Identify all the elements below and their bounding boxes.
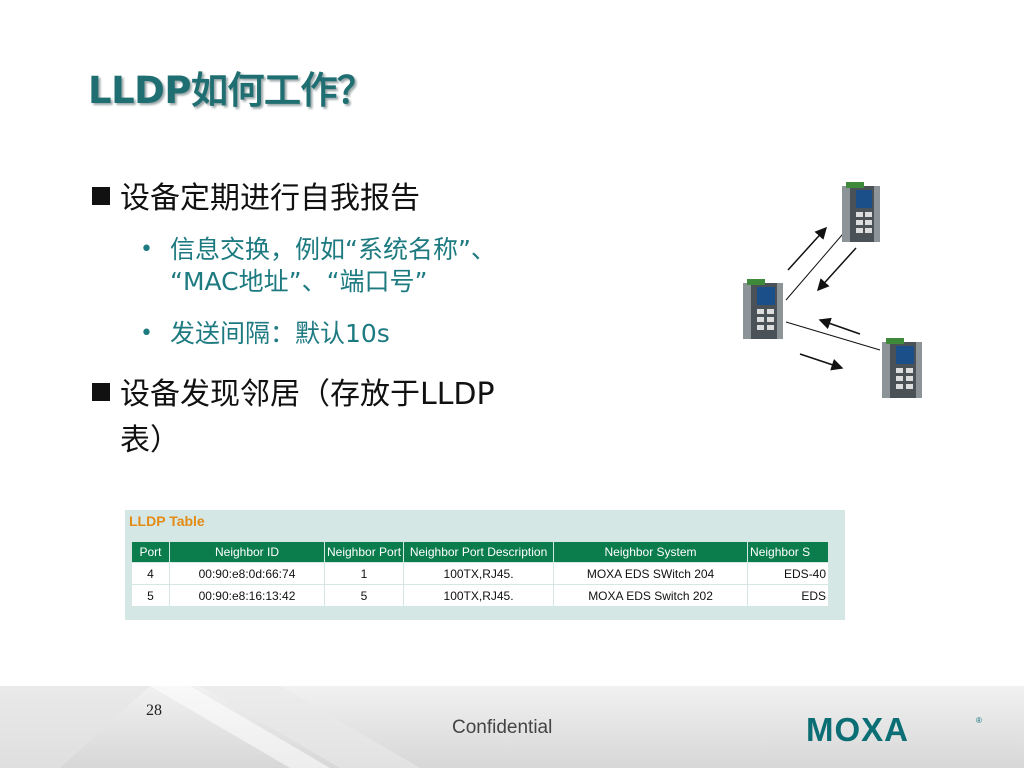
- sub-bullet-text: 发送间隔：默认10s: [170, 319, 390, 348]
- bullet-text: 设备发现邻居（存放于LLDP: [120, 377, 495, 412]
- svg-text:MOXA: MOXA: [806, 713, 909, 747]
- table-row: 4 00:90:e8:0d:66:74 1 100TX,RJ45. MOXA E…: [132, 563, 829, 584]
- table-cell: 00:90:e8:16:13:42: [170, 585, 324, 606]
- table-cell: EDS-40: [748, 563, 829, 584]
- column-header: Neighbor Port Description: [404, 542, 554, 562]
- column-header: Neighbor S: [748, 542, 829, 562]
- table-row: 5 00:90:e8:16:13:42 5 100TX,RJ45. MOXA E…: [132, 585, 829, 606]
- dot-bullet-icon: •: [140, 237, 153, 262]
- table-cell: MOXA EDS Switch 202: [554, 585, 748, 606]
- table-header-row: Port Neighbor ID Neighbor Port Neighbor …: [132, 542, 829, 562]
- sub-bullet-item: • 发送间隔：默认10s: [140, 318, 390, 350]
- arrow-line: [818, 317, 861, 335]
- arrow-line: [787, 226, 828, 271]
- table-cell: 5: [325, 585, 404, 606]
- lldp-table-panel: LLDP Table Port Neighbor ID Neighbor Por…: [125, 510, 845, 620]
- table-cell: 100TX,RJ45.: [404, 563, 554, 584]
- lldp-table-caption: LLDP Table: [129, 513, 205, 529]
- column-header: Port: [132, 542, 169, 562]
- table-cell: 100TX,RJ45.: [404, 585, 554, 606]
- confidential-label: Confidential: [452, 717, 553, 738]
- column-header: Neighbor ID: [170, 542, 324, 562]
- footer-decoration: [0, 686, 420, 768]
- ethernet-switch-icon: [842, 182, 880, 242]
- square-bullet-icon: [92, 187, 110, 205]
- ethernet-switch-icon: [743, 279, 783, 339]
- sub-bullet-text-cont: “MAC地址”、“端口号”: [170, 267, 428, 296]
- table-cell: MOXA EDS SWitch 204: [554, 563, 748, 584]
- sub-bullet-item: • 信息交换，例如“系统名称”、 “MAC地址”、“端口号”: [140, 234, 496, 298]
- table-cell: EDS: [748, 585, 829, 606]
- slide-title: LLDP如何工作？: [88, 69, 374, 112]
- bullet-item: 设备定期进行自我报告: [92, 176, 420, 222]
- table-cell: 00:90:e8:0d:66:74: [170, 563, 324, 584]
- footer-band: [0, 686, 1024, 768]
- ethernet-switch-icon: [882, 338, 922, 398]
- column-header: Neighbor Port: [325, 542, 404, 562]
- bullet-text-cont: 表）: [120, 423, 180, 458]
- table-cell: 4: [132, 563, 169, 584]
- moxa-logo: MOXA ®: [806, 713, 982, 747]
- dot-bullet-icon: •: [140, 321, 153, 346]
- bullet-text: 设备定期进行自我报告: [120, 181, 420, 216]
- table-cell: 1: [325, 563, 404, 584]
- column-header: Neighbor System: [554, 542, 748, 562]
- square-bullet-icon: [92, 383, 110, 401]
- arrow-line: [816, 247, 857, 292]
- lldp-table: Port Neighbor ID Neighbor Port Neighbor …: [131, 541, 829, 607]
- arrow-line: [799, 353, 844, 371]
- sub-bullet-text: 信息交换，例如“系统名称”、: [170, 235, 496, 264]
- table-cell: 5: [132, 585, 169, 606]
- bullet-item: 设备发现邻居（存放于LLDP 表）: [92, 372, 495, 464]
- link-line: [785, 321, 881, 351]
- svg-text:®: ®: [976, 716, 982, 725]
- page-number: 28: [146, 702, 162, 719]
- link-line: [785, 227, 849, 301]
